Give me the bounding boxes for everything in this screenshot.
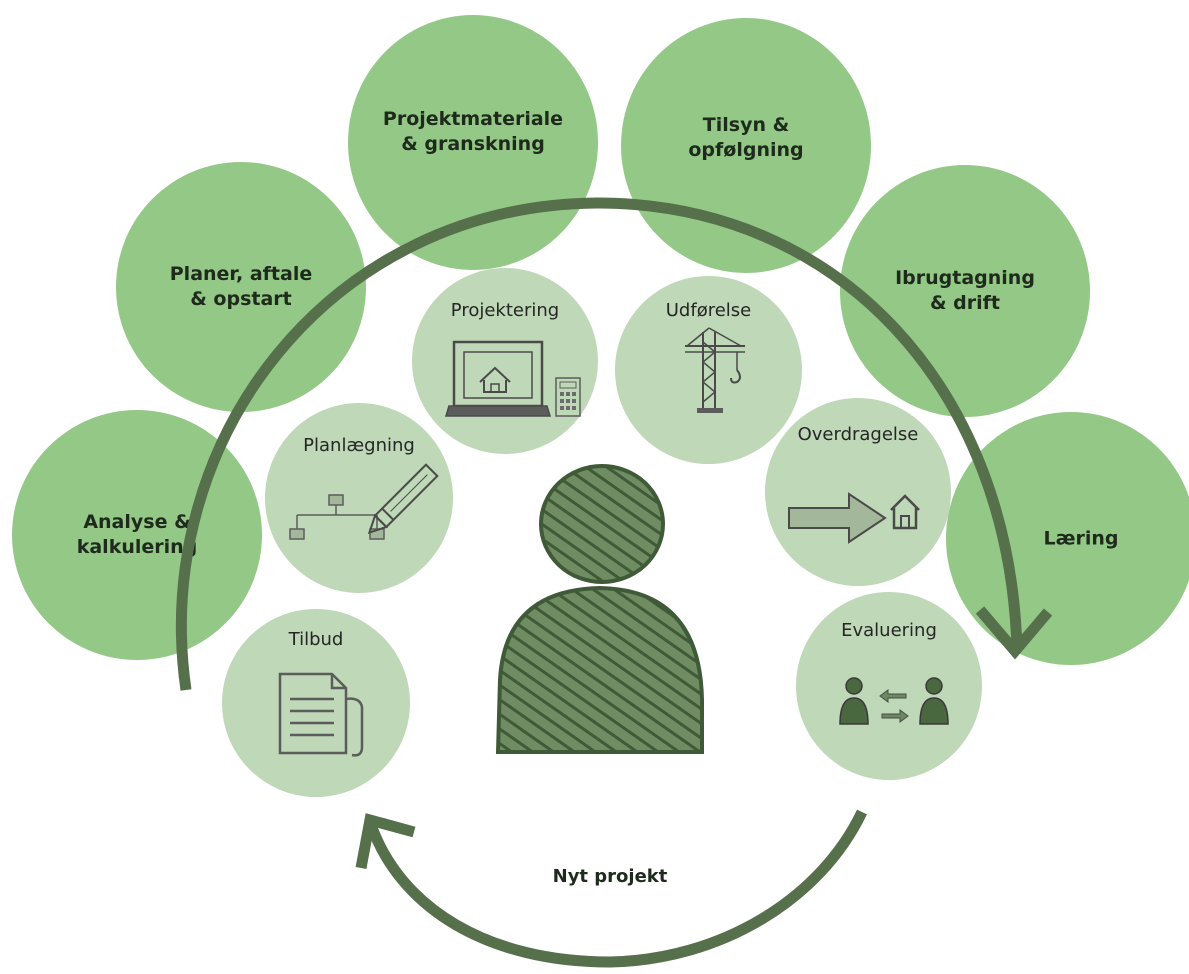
stage-tilbud: Tilbud (222, 609, 410, 797)
document-icon (278, 672, 364, 757)
phase-label: Læring (1043, 527, 1119, 549)
phase-analyse-kalkulering: Analyse & kalkulering (12, 410, 262, 660)
stage-overdragelse: Overdragelse (765, 398, 951, 586)
people-exchange-icon (839, 677, 949, 725)
phase-label: Ibrugtagning & drift (895, 267, 1035, 314)
stage-label: Planlægning (303, 435, 415, 456)
stage-projektering: Projektering (412, 268, 598, 454)
phase-label: Planer, aftale & opstart (169, 263, 313, 310)
phase-label: Tilsyn & opfølgning (688, 113, 804, 161)
phase-projektmateriale-granskning: Projektmateriale & granskning (348, 15, 598, 270)
phase-label: Analyse & kalkulering (76, 511, 198, 558)
pencil-diagram-icon (289, 463, 439, 540)
arrow-house-icon (788, 492, 920, 544)
return-arc-arrowhead (355, 813, 416, 870)
stage-label: Projektering (450, 300, 560, 321)
stage-evaluering: Evaluering (796, 592, 982, 780)
phase-laering: Læring (946, 412, 1189, 665)
phase-label: Projektmateriale & granskning (382, 108, 564, 156)
phase-ibrugtagning-drift: Ibrugtagning & drift (840, 165, 1090, 417)
new-project-label: Nyt projekt (552, 866, 668, 887)
return-arc-arrow (364, 809, 867, 968)
stage-label: Tilbud (288, 629, 344, 650)
phase-tilsyn-opfolgning: Tilsyn & opfølgning (621, 18, 871, 273)
stage-label: Udførelse (665, 300, 752, 321)
phase-planer-aftale-opstart: Planer, aftale & opstart (116, 162, 366, 412)
stage-label: Overdragelse (797, 424, 919, 445)
laptop-house-icon (444, 340, 581, 417)
stage-planlaegning: Planlægning (265, 403, 453, 593)
crane-icon (685, 327, 745, 413)
stage-label: Evaluering (841, 620, 937, 641)
